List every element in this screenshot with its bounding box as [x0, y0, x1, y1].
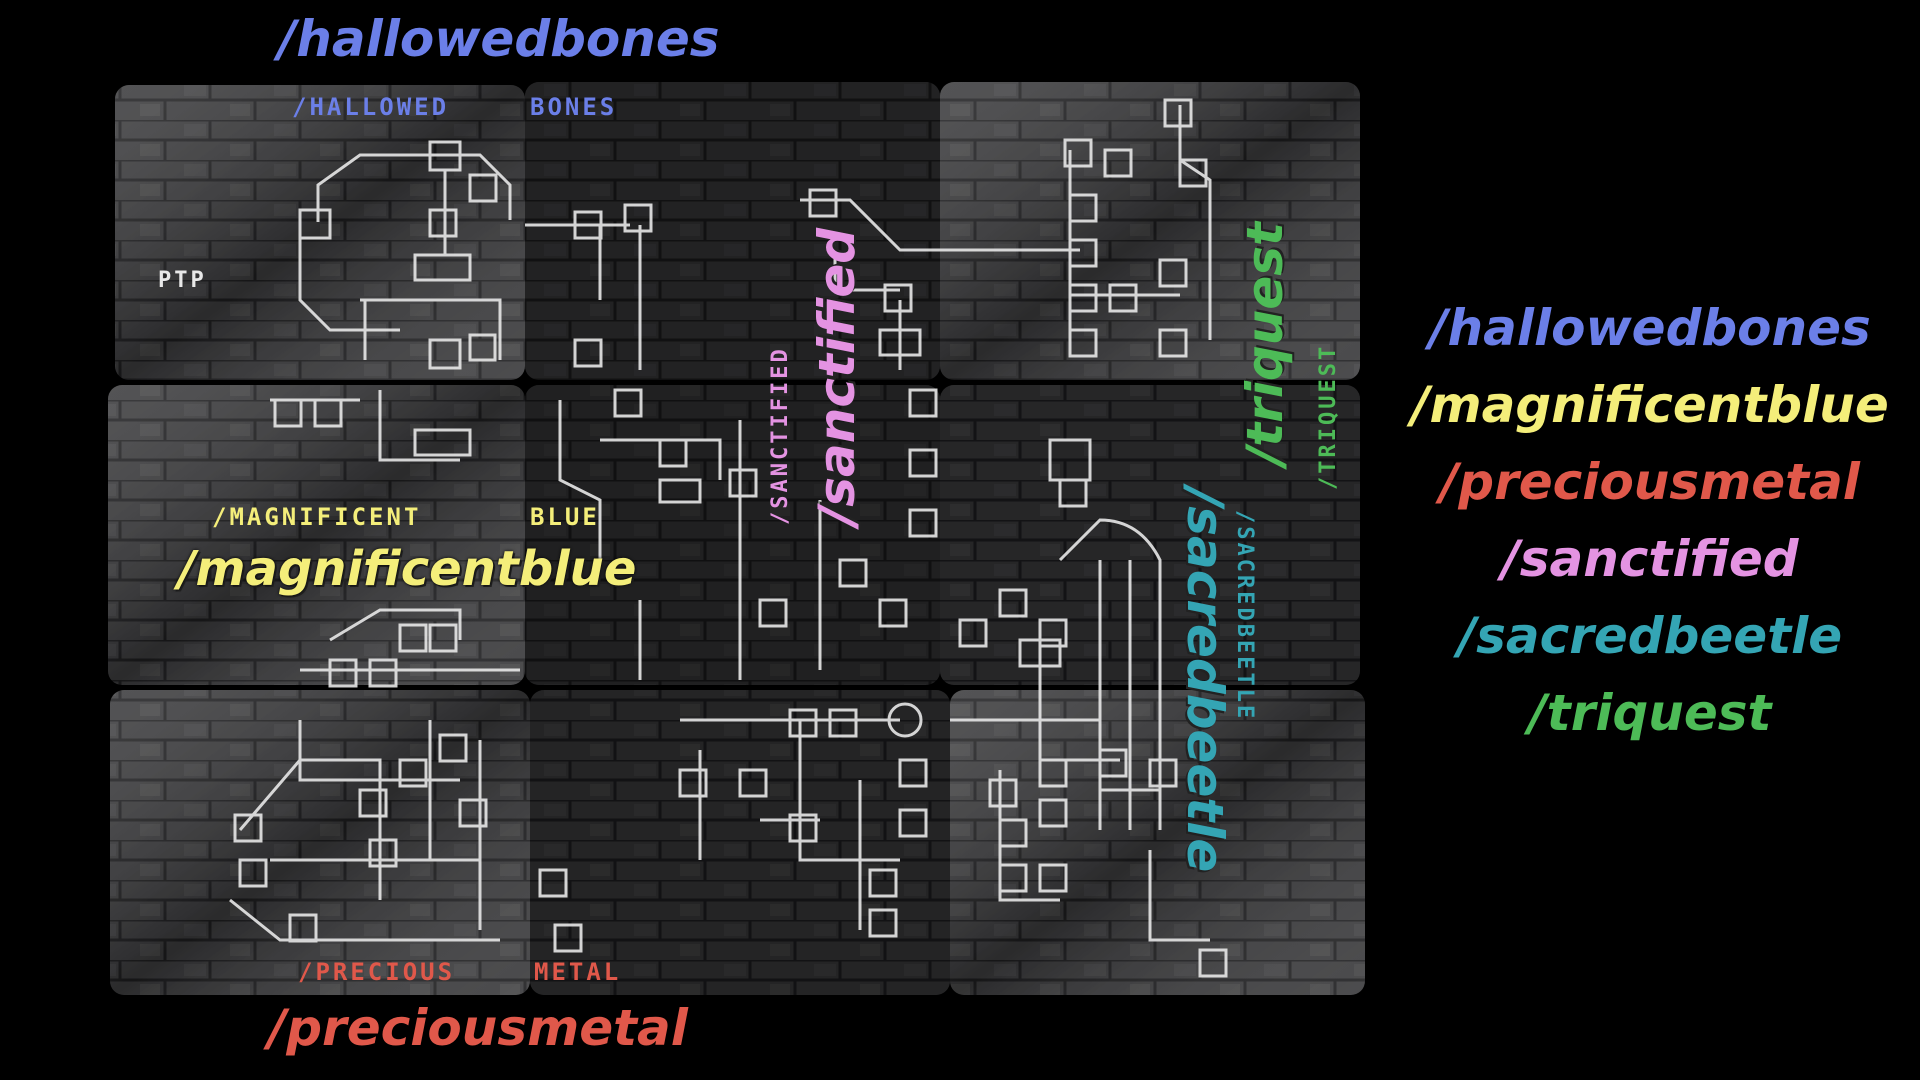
legend: /hallowedbones /magnificentblue /preciou…	[1380, 290, 1920, 752]
card-label-sanctified: /SANCTIFIED	[768, 346, 793, 525]
legend-item-magnificentblue: /magnificentblue	[1411, 376, 1889, 434]
caption-magnificentblue: /magnificentblue	[178, 541, 637, 597]
card-label-precious-a: /PRECIOUS	[298, 958, 456, 986]
legend-item-sanctified: /sanctified	[1501, 530, 1799, 588]
legend-item-hallowedbones: /hallowedbones	[1429, 299, 1871, 357]
card-label-precious-b: METAL	[534, 958, 622, 986]
legend-item-triquest: /triquest	[1528, 684, 1772, 742]
card-label-magnificent-a: /MAGNIFICENT	[212, 503, 422, 531]
legend-item-sacredbeetle: /sacredbeetle	[1457, 607, 1843, 665]
dungeon-map-lines	[229, 98, 1228, 978]
card-sacredbeetle-mid	[940, 385, 1360, 685]
legend-item-preciousmetal: /preciousmetal	[1440, 453, 1860, 511]
caption-hallowedbones: /hallowedbones	[278, 10, 720, 68]
caption-sacredbeetle: /sacredbeetle	[1176, 488, 1234, 873]
caption-triquest: /triquest	[1236, 222, 1294, 465]
card-label-triquest: /TRIQUEST	[1316, 343, 1341, 490]
card-sanctified-mid	[525, 385, 940, 685]
card-label-magnificent-b: BLUE	[530, 503, 600, 531]
card-label-hallowedbones-a: /HALLOWED	[292, 93, 450, 121]
card-label-ptp: PTP	[158, 268, 207, 293]
caption-sanctified: /sanctified	[808, 227, 866, 525]
card-label-hallowedbones-b: BONES	[530, 93, 618, 121]
card-sanctified-top	[525, 82, 940, 380]
caption-preciousmetal: /preciousmetal	[268, 999, 688, 1057]
card-preciousmetal-right	[530, 690, 950, 995]
card-label-sacredbeetle: /SACREDBEETLE	[1232, 510, 1257, 722]
